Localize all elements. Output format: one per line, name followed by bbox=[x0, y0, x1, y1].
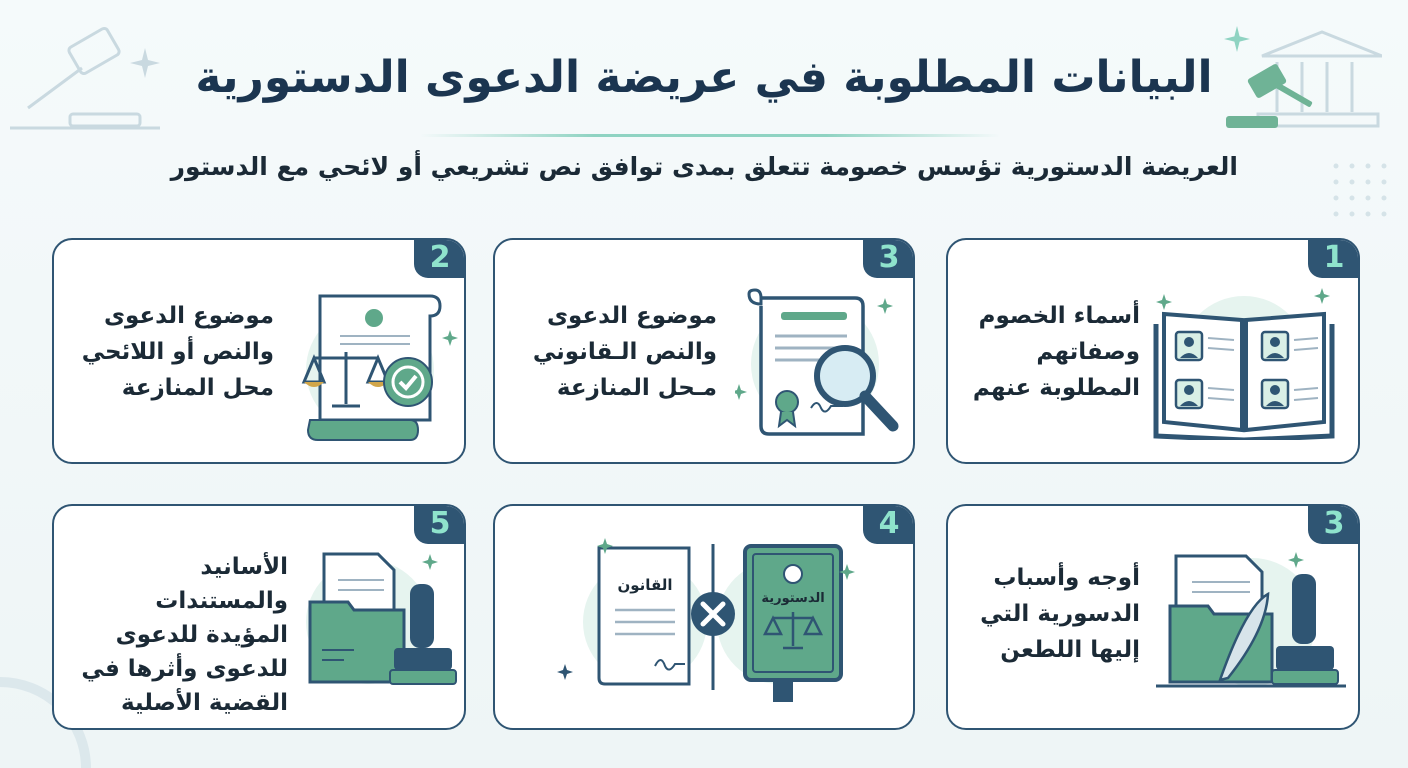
card-claim-subject: 3 موضوع الدعوى والنص الـقانوني مـحل المن… bbox=[493, 238, 915, 464]
step-number-badge: 2 bbox=[414, 240, 464, 278]
card-text: أوجه وأسباب الدسورية التي إليها اللطعن bbox=[950, 560, 1140, 668]
law-versus-constitution-icon: القانون الدستورية bbox=[551, 534, 861, 714]
card-line: أوجه وأسباب bbox=[993, 565, 1140, 591]
document-magnifier-icon bbox=[735, 284, 913, 444]
constitution-label: الدستورية bbox=[761, 591, 824, 606]
card-line: موضوع الدعوى bbox=[546, 303, 717, 329]
step-number-badge: 3 bbox=[863, 240, 913, 278]
card-line: للدعوى وأثرها في bbox=[81, 656, 288, 682]
card-text-under-dispute: 2 موضوع الدعوى والنص أو اللائحي محل المن… bbox=[52, 238, 466, 464]
card-line: المؤيدة للدعوى bbox=[115, 622, 288, 648]
card-line: الأسانيد والمستندات bbox=[155, 554, 288, 614]
sparkle-icon bbox=[1224, 26, 1250, 52]
card-grounds-of-appeal: 3 أوجه وأسباب الدسورية التي إليها اللطعن bbox=[946, 504, 1360, 730]
folder-stamp-icon bbox=[298, 546, 464, 696]
card-line: أسماء الخصوم bbox=[978, 303, 1140, 329]
card-line: موضوع الدعوى bbox=[103, 303, 274, 329]
card-text: موضوع الدعوى والنص أو اللائحي محل المناز… bbox=[64, 298, 274, 406]
step-number-badge: 4 bbox=[863, 506, 913, 544]
page-title: البيانات المطلوبة في عريضة الدعوى الدستو… bbox=[195, 52, 1213, 103]
dot-grid-decoration bbox=[1333, 163, 1387, 217]
card-text: موضوع الدعوى والنص الـقانوني مـحل المناز… bbox=[507, 298, 717, 406]
card-text: أسماء الخصوم وصفاتهم المطلوبة عنهم bbox=[950, 298, 1140, 406]
step-number-badge: 3 bbox=[1308, 506, 1358, 544]
card-law-vs-constitution: 4 القانون الدستورية bbox=[493, 504, 915, 730]
card-line: والنص الـقانوني bbox=[532, 339, 717, 365]
law-label: القانون bbox=[617, 576, 672, 594]
card-parties-names: 1 أسماء الخصوم وصفاتهم المطلوبة عنهم bbox=[946, 238, 1360, 464]
card-line: والنص أو اللائحي bbox=[81, 339, 274, 365]
title-divider bbox=[420, 134, 1000, 137]
folder-quill-stamp-icon bbox=[1156, 546, 1346, 696]
card-supporting-documents: 5 الأسانيد والمستندات المؤيدة للدعوى للد… bbox=[52, 504, 466, 730]
step-number-badge: 5 bbox=[414, 506, 464, 544]
card-text: الأسانيد والمستندات المؤيدة للدعوى للدعو… bbox=[62, 550, 288, 720]
card-line: محل المنازعة bbox=[121, 375, 274, 401]
card-line: المطلوبة عنهم bbox=[972, 375, 1140, 401]
card-line: إليها اللطعن bbox=[1000, 637, 1140, 663]
scroll-scales-seal-icon bbox=[290, 290, 460, 450]
card-line: وصفاتهم bbox=[1036, 339, 1140, 365]
address-book-icon bbox=[1144, 280, 1344, 440]
card-line: الدسورية التي bbox=[980, 601, 1140, 627]
card-line: القضية الأصلية bbox=[120, 690, 288, 716]
page-subtitle: العريضة الدستورية تؤسس خصومة تتعلق بمدى … bbox=[170, 152, 1238, 181]
step-number-badge: 1 bbox=[1308, 240, 1358, 278]
card-line: مـحل المنازعة bbox=[556, 375, 717, 401]
